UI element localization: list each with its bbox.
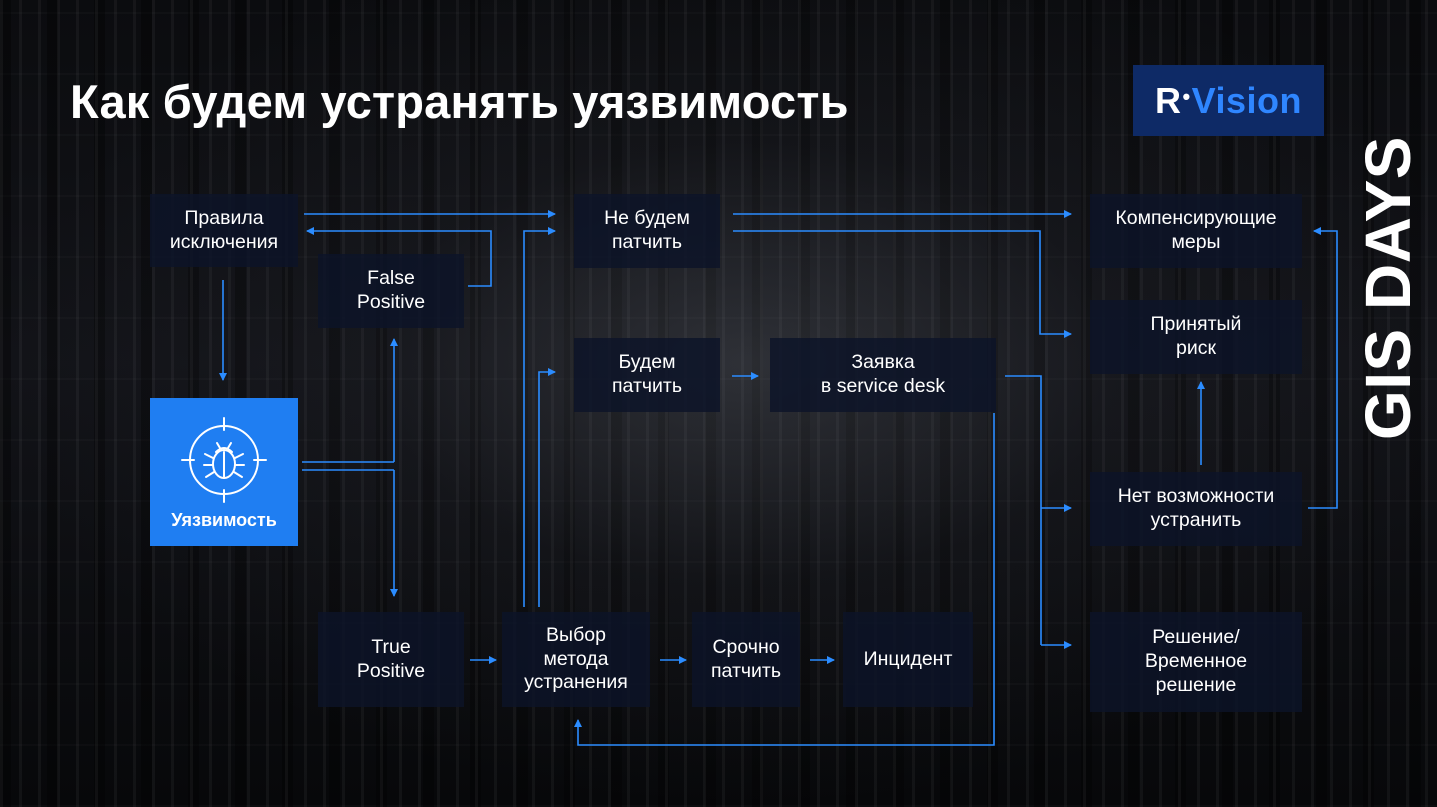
box-vulnerability: Уязвимость (150, 398, 298, 546)
box-solution: Решение/ Временное решение (1090, 612, 1302, 712)
logo-dot: • (1182, 83, 1191, 109)
box-cannot-fix: Нет возможности устранить (1090, 472, 1302, 546)
arrow-choose-to-wont-patch (523, 227, 556, 607)
arrow-service-desk-feedback-to-choose (574, 413, 995, 746)
box-will-patch: Будем патчить (574, 338, 720, 412)
vulnerability-label: Уязвимость (171, 510, 277, 530)
slide-title: Как будем устранять уязвимость (70, 75, 849, 128)
logo-part-vision: Vision (1191, 79, 1303, 121)
box-wont-patch: Не будем патчить (574, 194, 720, 268)
box-choose-method: Выбор метода устранения (502, 612, 650, 707)
arrow-cannot-fix-to-compensating (1308, 227, 1338, 509)
box-true-positive: True Positive (318, 612, 464, 707)
arrow-choose-to-will-patch (538, 368, 556, 607)
arrow-false-positive-to-rules (306, 227, 492, 287)
rvision-logo: R•Vision (1133, 65, 1324, 136)
box-urgent-patch: Срочно патчить (692, 612, 800, 707)
bug-target-icon (181, 417, 267, 503)
logo-part-r: R (1154, 79, 1182, 121)
box-service-desk: Заявка в service desk (770, 338, 996, 412)
box-incident: Инцидент (843, 612, 973, 707)
box-compensating-measures: Компенсирующие меры (1090, 194, 1302, 268)
box-false-positive: False Positive (318, 254, 464, 328)
line-service-desk-branch (1005, 375, 1042, 645)
arrow-wont-patch-to-accepted-risk (733, 230, 1072, 338)
box-exclusion-rules: Правила исключения (150, 194, 298, 267)
box-accepted-risk: Принятый риск (1090, 300, 1302, 374)
